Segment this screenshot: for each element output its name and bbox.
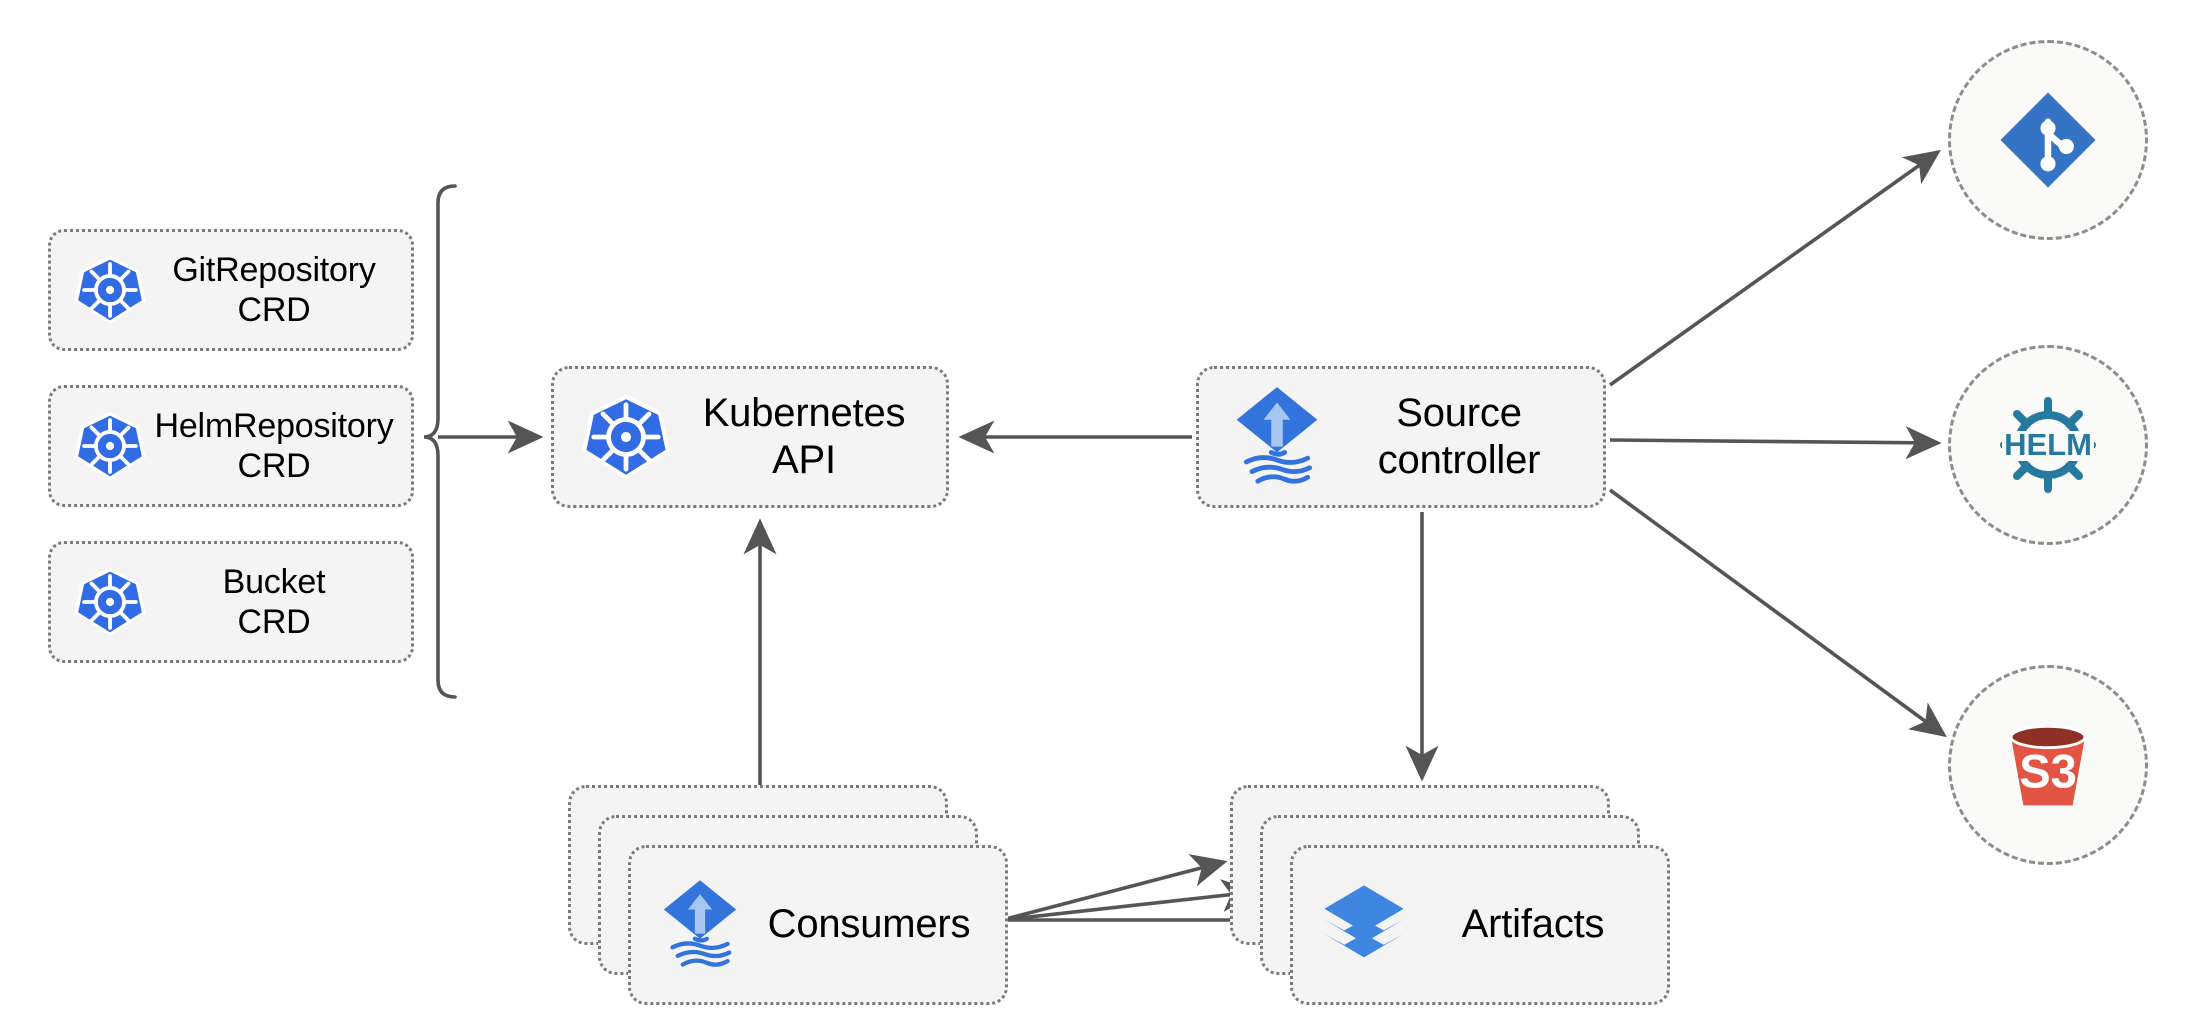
- helm-icon: HELM: [1988, 385, 2108, 505]
- kubernetes-icon: [73, 409, 147, 483]
- node-label: Kubernetes API: [702, 390, 906, 482]
- node-artifacts-stack[interactable]: Artifacts: [1230, 785, 1730, 1005]
- node-consumers-stack[interactable]: Consumers: [568, 785, 1068, 1005]
- endpoint-git[interactable]: [1948, 40, 2148, 240]
- flux-icon: [1229, 383, 1325, 491]
- s3-bucket-icon: S3: [1992, 709, 2104, 821]
- helm-label: HELM: [2004, 427, 2092, 462]
- endpoint-s3[interactable]: S3: [1948, 665, 2148, 865]
- node-label: Consumers: [767, 902, 971, 947]
- edge-source-to-helm: [1609, 426, 1942, 460]
- edge-source-to-s3: [1608, 488, 1947, 738]
- kubernetes-icon: [73, 253, 147, 327]
- edge-source-to-git: [1608, 149, 1941, 387]
- node-consumers[interactable]: Consumers: [628, 845, 1008, 1005]
- crd-group-bracket: [423, 184, 457, 699]
- kubernetes-icon: [73, 565, 147, 639]
- node-kubernetes-api[interactable]: Kubernetes API: [551, 366, 949, 508]
- layers-icon: [1319, 880, 1409, 970]
- flux-icon: [657, 876, 743, 974]
- s3-label: S3: [2019, 744, 2077, 797]
- git-icon: [1994, 86, 2102, 194]
- endpoint-helm[interactable]: HELM: [1948, 345, 2148, 545]
- node-label: Artifacts: [1461, 902, 1605, 947]
- kubernetes-icon: [580, 391, 672, 483]
- node-artifacts[interactable]: Artifacts: [1290, 845, 1670, 1005]
